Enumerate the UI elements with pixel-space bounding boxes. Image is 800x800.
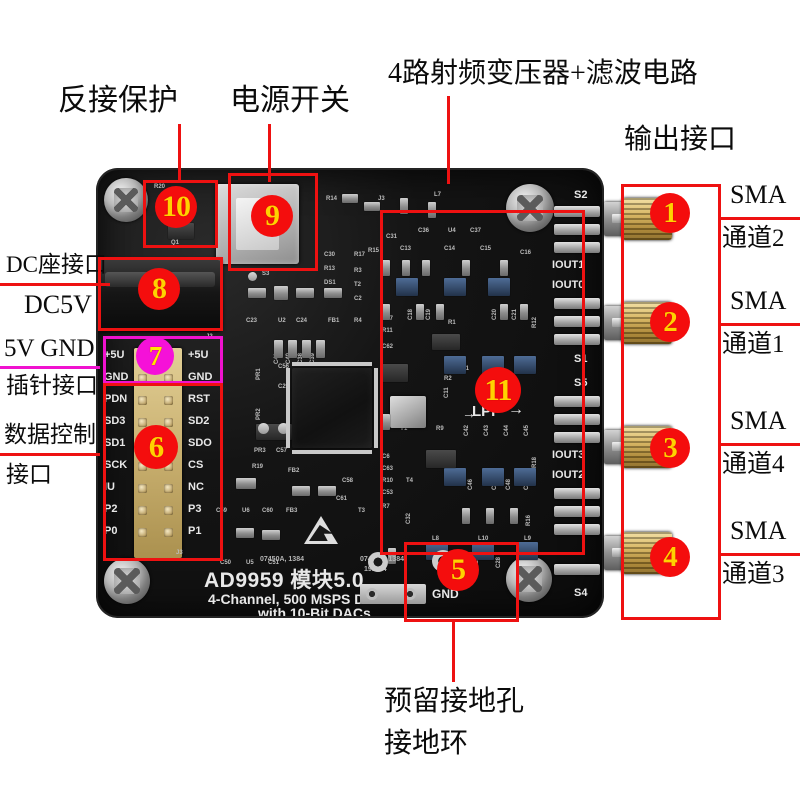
marker-2[interactable]: 2	[650, 302, 690, 342]
annotation-box-8	[98, 257, 223, 331]
esd-logo	[304, 516, 338, 544]
ground-hole-ring-a	[368, 552, 388, 572]
screw-hole-bottom-left	[104, 558, 150, 604]
leader-line-ch1	[718, 323, 800, 326]
header-pin-left-7: P2	[104, 503, 118, 515]
marker-11[interactable]: 11	[475, 367, 521, 413]
marker-9[interactable]: 9	[251, 195, 293, 237]
annotation-box-outputs	[621, 184, 721, 620]
leader-line-ch4	[718, 443, 800, 446]
board-subtitle-1: 4-Channel, 500 MSPS DDS	[208, 591, 384, 607]
header-pin-right-1: GND	[188, 371, 213, 383]
header-pin-left-2: PDN	[104, 393, 128, 405]
leader-line-9	[268, 124, 271, 182]
annotation-box-11	[380, 210, 585, 555]
annotation-box-5	[404, 542, 519, 622]
label-channel-4: 通道4	[722, 451, 785, 478]
edge-label-s4: S4	[574, 587, 588, 599]
annotation-box-10	[143, 180, 218, 248]
label-sma-1: SMA	[730, 180, 787, 209]
gnd-silk-label: GND	[432, 587, 459, 601]
header-pin-right-8: P1	[188, 525, 202, 537]
label-interface: 接口	[6, 462, 52, 487]
marker-3[interactable]: 3	[650, 428, 690, 468]
caption-ground-ring: 接地环	[384, 728, 469, 759]
annotation-box-6	[103, 383, 223, 561]
edge-label-iout2: IOUT2	[552, 469, 585, 481]
header-pin-right-3: SD2	[188, 415, 210, 427]
edge-label-s5: S5	[574, 377, 588, 389]
board-name: AD9959 模块5.0	[204, 569, 365, 592]
leader-line-11	[447, 96, 450, 184]
label-sma-4: SMA	[730, 516, 787, 545]
label-sma-2: SMA	[730, 286, 787, 315]
marker-1[interactable]: 1	[650, 193, 690, 233]
marker-8[interactable]: 8	[138, 268, 180, 310]
screw-hole-bottom-right	[506, 556, 552, 602]
label-dc-jack: DC座接口	[6, 252, 107, 277]
leader-line-6a	[0, 453, 100, 456]
header-pin-left-1: GND	[104, 371, 129, 383]
label-power-switch: 电源开关	[230, 84, 350, 117]
label-rf-transformer-filter: 4路射频变压器+滤波电路	[388, 58, 698, 89]
header-pin-left-6: IU	[104, 481, 115, 493]
annotation-box-7	[103, 336, 223, 384]
marker-4[interactable]: 4	[650, 537, 690, 577]
board-rev: 07450A, 1384	[260, 556, 304, 563]
marker-10[interactable]: 10	[155, 186, 197, 228]
header-pin-left-5: SCK	[104, 459, 128, 471]
edge-label-iout0: IOUT0	[552, 279, 585, 291]
crystal-y1	[390, 396, 426, 428]
annotation-box-9	[228, 173, 318, 271]
edge-label-s2: S2	[574, 189, 588, 201]
header-pin-right-7: P3	[188, 503, 202, 515]
header-pin-right-5: CS	[188, 459, 204, 471]
edge-label-s1: S1	[574, 353, 588, 365]
caption-ground-hole: 预留接地孔	[384, 686, 525, 717]
header-pin-left-4: SD1	[104, 437, 126, 449]
leader-line-7a	[0, 366, 100, 369]
label-reverse-protection: 反接保护	[58, 84, 178, 117]
header-pin-right-2: RST	[188, 393, 210, 405]
label-sma-3: SMA	[730, 406, 787, 435]
leader-line-10	[178, 124, 181, 180]
header-pin-left-0: +5U	[104, 349, 125, 361]
header-pin-right-0: +5U	[188, 349, 209, 361]
screw-hole-top-right	[506, 184, 554, 232]
label-channel-2: 通道2	[722, 225, 785, 252]
ad9959-chip	[292, 368, 372, 448]
label-channel-1: 通道1	[722, 331, 785, 358]
edge-label-iout1: IOUT1	[552, 259, 585, 271]
edge-label-iout3: IOUT3	[552, 449, 585, 461]
board-subtitle-2: with 10-Bit DACs	[258, 605, 371, 618]
marker-5[interactable]: 5	[437, 549, 479, 591]
marker-6[interactable]: 6	[134, 425, 178, 469]
header-pin-right-6: NC	[188, 481, 204, 493]
screw-hole-top-left	[104, 178, 148, 222]
label-pin-interface: 插针接口	[6, 373, 98, 398]
label-channel-3: 通道3	[722, 561, 785, 588]
leader-line-8a	[0, 283, 110, 286]
marker-7[interactable]: 7	[136, 337, 174, 375]
label-data-control: 数据控制	[4, 422, 96, 447]
label-5v-gnd: 5V GND	[4, 335, 95, 362]
leader-line-ch3	[718, 553, 800, 556]
header-pin-left-3: SD3	[104, 415, 126, 427]
leader-line-5	[452, 620, 455, 682]
leader-line-ch2	[718, 217, 800, 220]
header-pin-left-8: P0	[104, 525, 118, 537]
label-output-interface: 输出接口	[624, 124, 737, 155]
header-pin-right-4: SDO	[188, 437, 212, 449]
label-dc5v: DC5V	[24, 290, 92, 319]
